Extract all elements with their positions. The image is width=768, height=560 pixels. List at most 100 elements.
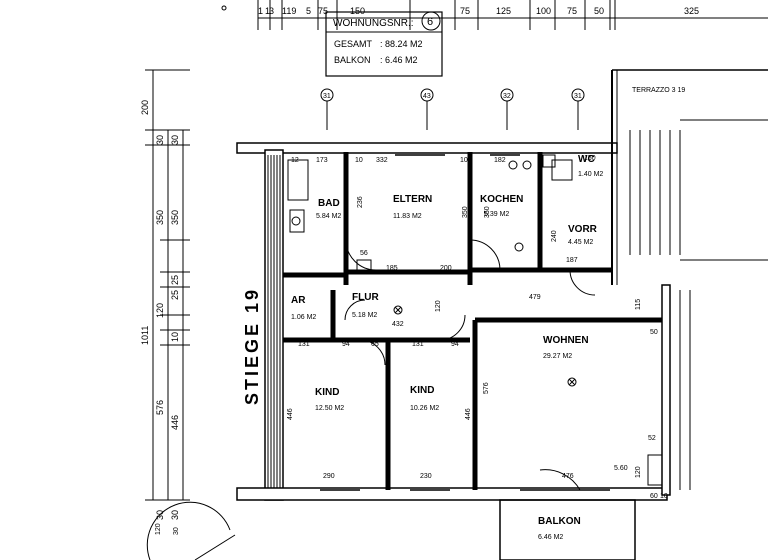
axis-marker-0: 31: [323, 93, 331, 100]
room-name-terrazzo: TERRAZZO 3 19: [632, 87, 685, 94]
room-area-vorr: 4.45 M2: [568, 239, 593, 246]
room-area-ar: 1.06 M2: [291, 314, 316, 321]
summary-value-balcony: : 6.46 M2: [380, 55, 418, 65]
dim-left-inner-4: 25: [170, 290, 180, 300]
dim-int-23: 120: [635, 466, 642, 478]
dim-top-4: 5: [306, 6, 311, 16]
dim-top-3: 119: [282, 6, 296, 16]
dim-int-19: 94: [451, 341, 459, 348]
room-name-balkon: BALKON: [538, 516, 581, 527]
dim-int-27: 576: [483, 382, 490, 394]
dim-top-8: 125: [496, 6, 511, 16]
unit-number: 6: [427, 16, 433, 28]
dim-int-4: 10: [460, 157, 468, 164]
dim-int-26: 446: [465, 408, 472, 420]
dim-int-12: 200: [440, 265, 452, 272]
dim-top-0: 1: [258, 6, 263, 16]
dim-top-6: 150: [350, 6, 365, 16]
summary-value-total: : 88.24 M2: [380, 39, 423, 49]
interior-dimensions: 12 173 10 332 10 182 150 236 350 350 56 …: [155, 155, 668, 535]
dim-int-5: 182: [494, 157, 506, 164]
room-name-kind-2: KIND: [410, 385, 434, 396]
dim-int-17: 94: [342, 341, 350, 348]
left-dimension-chains: 200 1011 30 350 120 576 30 30 350 25 10 …: [140, 69, 190, 520]
terrace-right: [647, 290, 691, 490]
dim-int-25: 446: [287, 408, 294, 420]
dim-int-8: 350: [462, 206, 469, 218]
bathroom-fixtures: [287, 159, 372, 275]
dim-int-1: 173: [316, 157, 328, 164]
axis-marker-3: 31: [574, 93, 582, 100]
dim-left-inner-0: 30: [170, 135, 180, 145]
exterior-walls: [236, 69, 768, 501]
dim-left-inner-6: 30: [170, 510, 180, 520]
summary-title: WOHNUNGSNR.:: [333, 18, 414, 29]
dim-int-28: 290: [323, 473, 335, 480]
dim-int-20: 131: [412, 341, 424, 348]
dim-int-13: 240: [551, 230, 558, 242]
dim-left-mid-3: 576: [155, 400, 165, 415]
room-labels: BAD 5.84 M2 ELTERN 11.83 M2 KOCHEN 5.39 …: [291, 87, 685, 541]
dim-top-2: 3: [269, 6, 274, 16]
room-name-wc: WC: [578, 154, 595, 165]
dim-int-11: 185: [386, 265, 398, 272]
dim-int-31: 50: [650, 329, 658, 336]
summary-label-balcony: BALKON: [334, 55, 371, 65]
dim-int-34: 120: [155, 523, 162, 535]
kitchen-fixtures: [508, 154, 573, 252]
dim-top-5: 75: [318, 6, 328, 16]
dim-int-24: 5.60: [614, 465, 628, 472]
room-area-wohnen: 29.27 M2: [543, 353, 572, 360]
dim-int-15: 479: [529, 294, 541, 301]
dim-int-30: 476: [562, 473, 574, 480]
light-fixtures: [393, 305, 577, 387]
axis-markers: 31 43 32 31: [320, 88, 585, 130]
dim-left-mid-0: 30: [155, 135, 165, 145]
room-area-flur: 5.18 M2: [352, 312, 377, 319]
dim-left-mid-1: 350: [155, 210, 165, 225]
dim-top-11: 50: [594, 6, 604, 16]
dim-int-2: 10: [355, 157, 363, 164]
dim-left-inner-2: 25: [170, 275, 180, 285]
dim-int-10: 56: [360, 250, 368, 257]
dim-int-16: 131: [298, 341, 310, 348]
top-dimension-chain: 1 1 3 119 5 75 150 75 125 100 75 50 325: [221, 0, 768, 30]
room-name-ar: AR: [291, 295, 306, 306]
dim-int-32: 115: [635, 299, 642, 310]
dim-int-21: 432: [392, 321, 404, 328]
axis-marker-1: 43: [423, 93, 431, 100]
room-area-kochen: 5.39 M2: [484, 211, 509, 218]
dim-left-outer-0: 200: [140, 100, 150, 115]
summary-label-total: GESAMT: [334, 39, 373, 49]
dim-int-9: 350: [484, 206, 491, 218]
room-name-bad: BAD: [318, 198, 340, 209]
dim-int-3: 332: [376, 157, 388, 164]
dim-int-37: 10: [660, 493, 668, 500]
room-area-wc: 1.40 M2: [578, 171, 603, 178]
room-area-eltern: 11.83 M2: [393, 213, 422, 220]
balcony: [499, 499, 636, 560]
dim-int-35: 30: [173, 527, 180, 535]
room-name-wohnen: WOHNEN: [543, 335, 589, 346]
dim-int-29: 230: [420, 473, 432, 480]
dim-top-12: 325: [684, 6, 699, 16]
dim-top-10: 75: [567, 6, 577, 16]
room-name-eltern: ELTERN: [393, 194, 432, 205]
door-swings: [344, 239, 596, 491]
room-area-kind-2: 10.26 M2: [410, 405, 439, 412]
room-name-kochen: KOCHEN: [480, 194, 523, 205]
dim-int-14: 187: [566, 257, 578, 264]
interior-walls: [283, 152, 662, 490]
dim-int-33: 52: [648, 435, 656, 442]
room-area-kind-1: 12.50 M2: [315, 405, 344, 412]
dim-left-outer-1: 1011: [140, 326, 150, 345]
staircase: [629, 119, 768, 261]
room-name-flur: FLUR: [352, 292, 379, 303]
dim-int-7: 236: [357, 196, 364, 208]
north-arrow: [146, 501, 236, 560]
axis-marker-2: 32: [503, 93, 511, 100]
room-area-balkon: 6.46 M2: [538, 534, 563, 541]
dim-left-inner-1: 350: [170, 210, 180, 225]
dim-int-36: 60: [650, 493, 658, 500]
